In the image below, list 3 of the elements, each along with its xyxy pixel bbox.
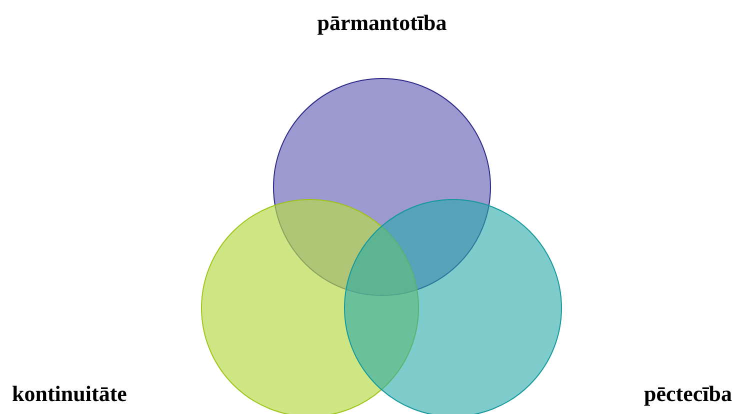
circle-label: pārmantotība <box>317 12 447 34</box>
circle-label: pēctecība <box>644 383 732 405</box>
circle-label: kontinuitāte <box>12 383 127 405</box>
